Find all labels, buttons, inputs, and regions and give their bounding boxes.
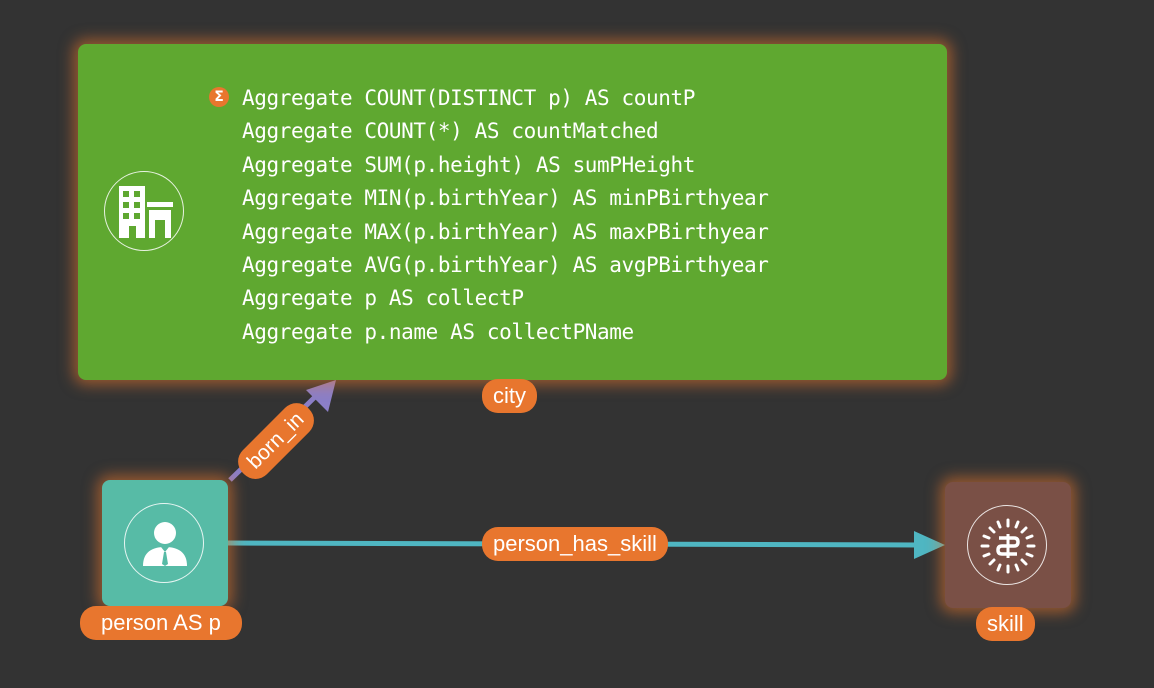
aggregate-list: Aggregate COUNT(DISTINCT p) AS countP Ag… bbox=[242, 82, 769, 349]
aggregate-line: Aggregate p.name AS collectPName bbox=[242, 319, 634, 344]
aggregate-line: Aggregate MAX(p.birthYear) AS maxPBirthy… bbox=[242, 219, 769, 244]
aggregate-line: Aggregate COUNT(*) AS countMatched bbox=[242, 119, 659, 144]
sigma-icon: Σ bbox=[209, 87, 229, 107]
city-label: city bbox=[482, 379, 537, 413]
aggregate-line: Aggregate COUNT(DISTINCT p) AS countP bbox=[242, 86, 695, 110]
edge-born-in-arrowhead bbox=[306, 380, 336, 412]
aggregate-line: Aggregate p AS collectP bbox=[242, 286, 524, 311]
aggregate-line: Aggregate SUM(p.height) AS sumPHeight bbox=[242, 152, 695, 177]
skill-icon bbox=[967, 505, 1047, 585]
person-node[interactable] bbox=[102, 480, 228, 606]
edge-person-has-skill-arrowhead bbox=[914, 531, 945, 559]
aggregate-line: Aggregate MIN(p.birthYear) AS minPBirthy… bbox=[242, 186, 769, 211]
skill-node[interactable] bbox=[945, 482, 1071, 608]
person-label: person AS p bbox=[80, 606, 242, 640]
city-node[interactable]: Σ Aggregate COUNT(DISTINCT p) AS countP … bbox=[78, 44, 947, 380]
skill-label: skill bbox=[976, 607, 1035, 641]
aggregate-line: Aggregate AVG(p.birthYear) AS avgPBirthy… bbox=[242, 252, 769, 277]
building-icon bbox=[104, 171, 184, 251]
person-icon bbox=[124, 503, 204, 583]
edge-label-person-has-skill[interactable]: person_has_skill bbox=[482, 527, 668, 561]
